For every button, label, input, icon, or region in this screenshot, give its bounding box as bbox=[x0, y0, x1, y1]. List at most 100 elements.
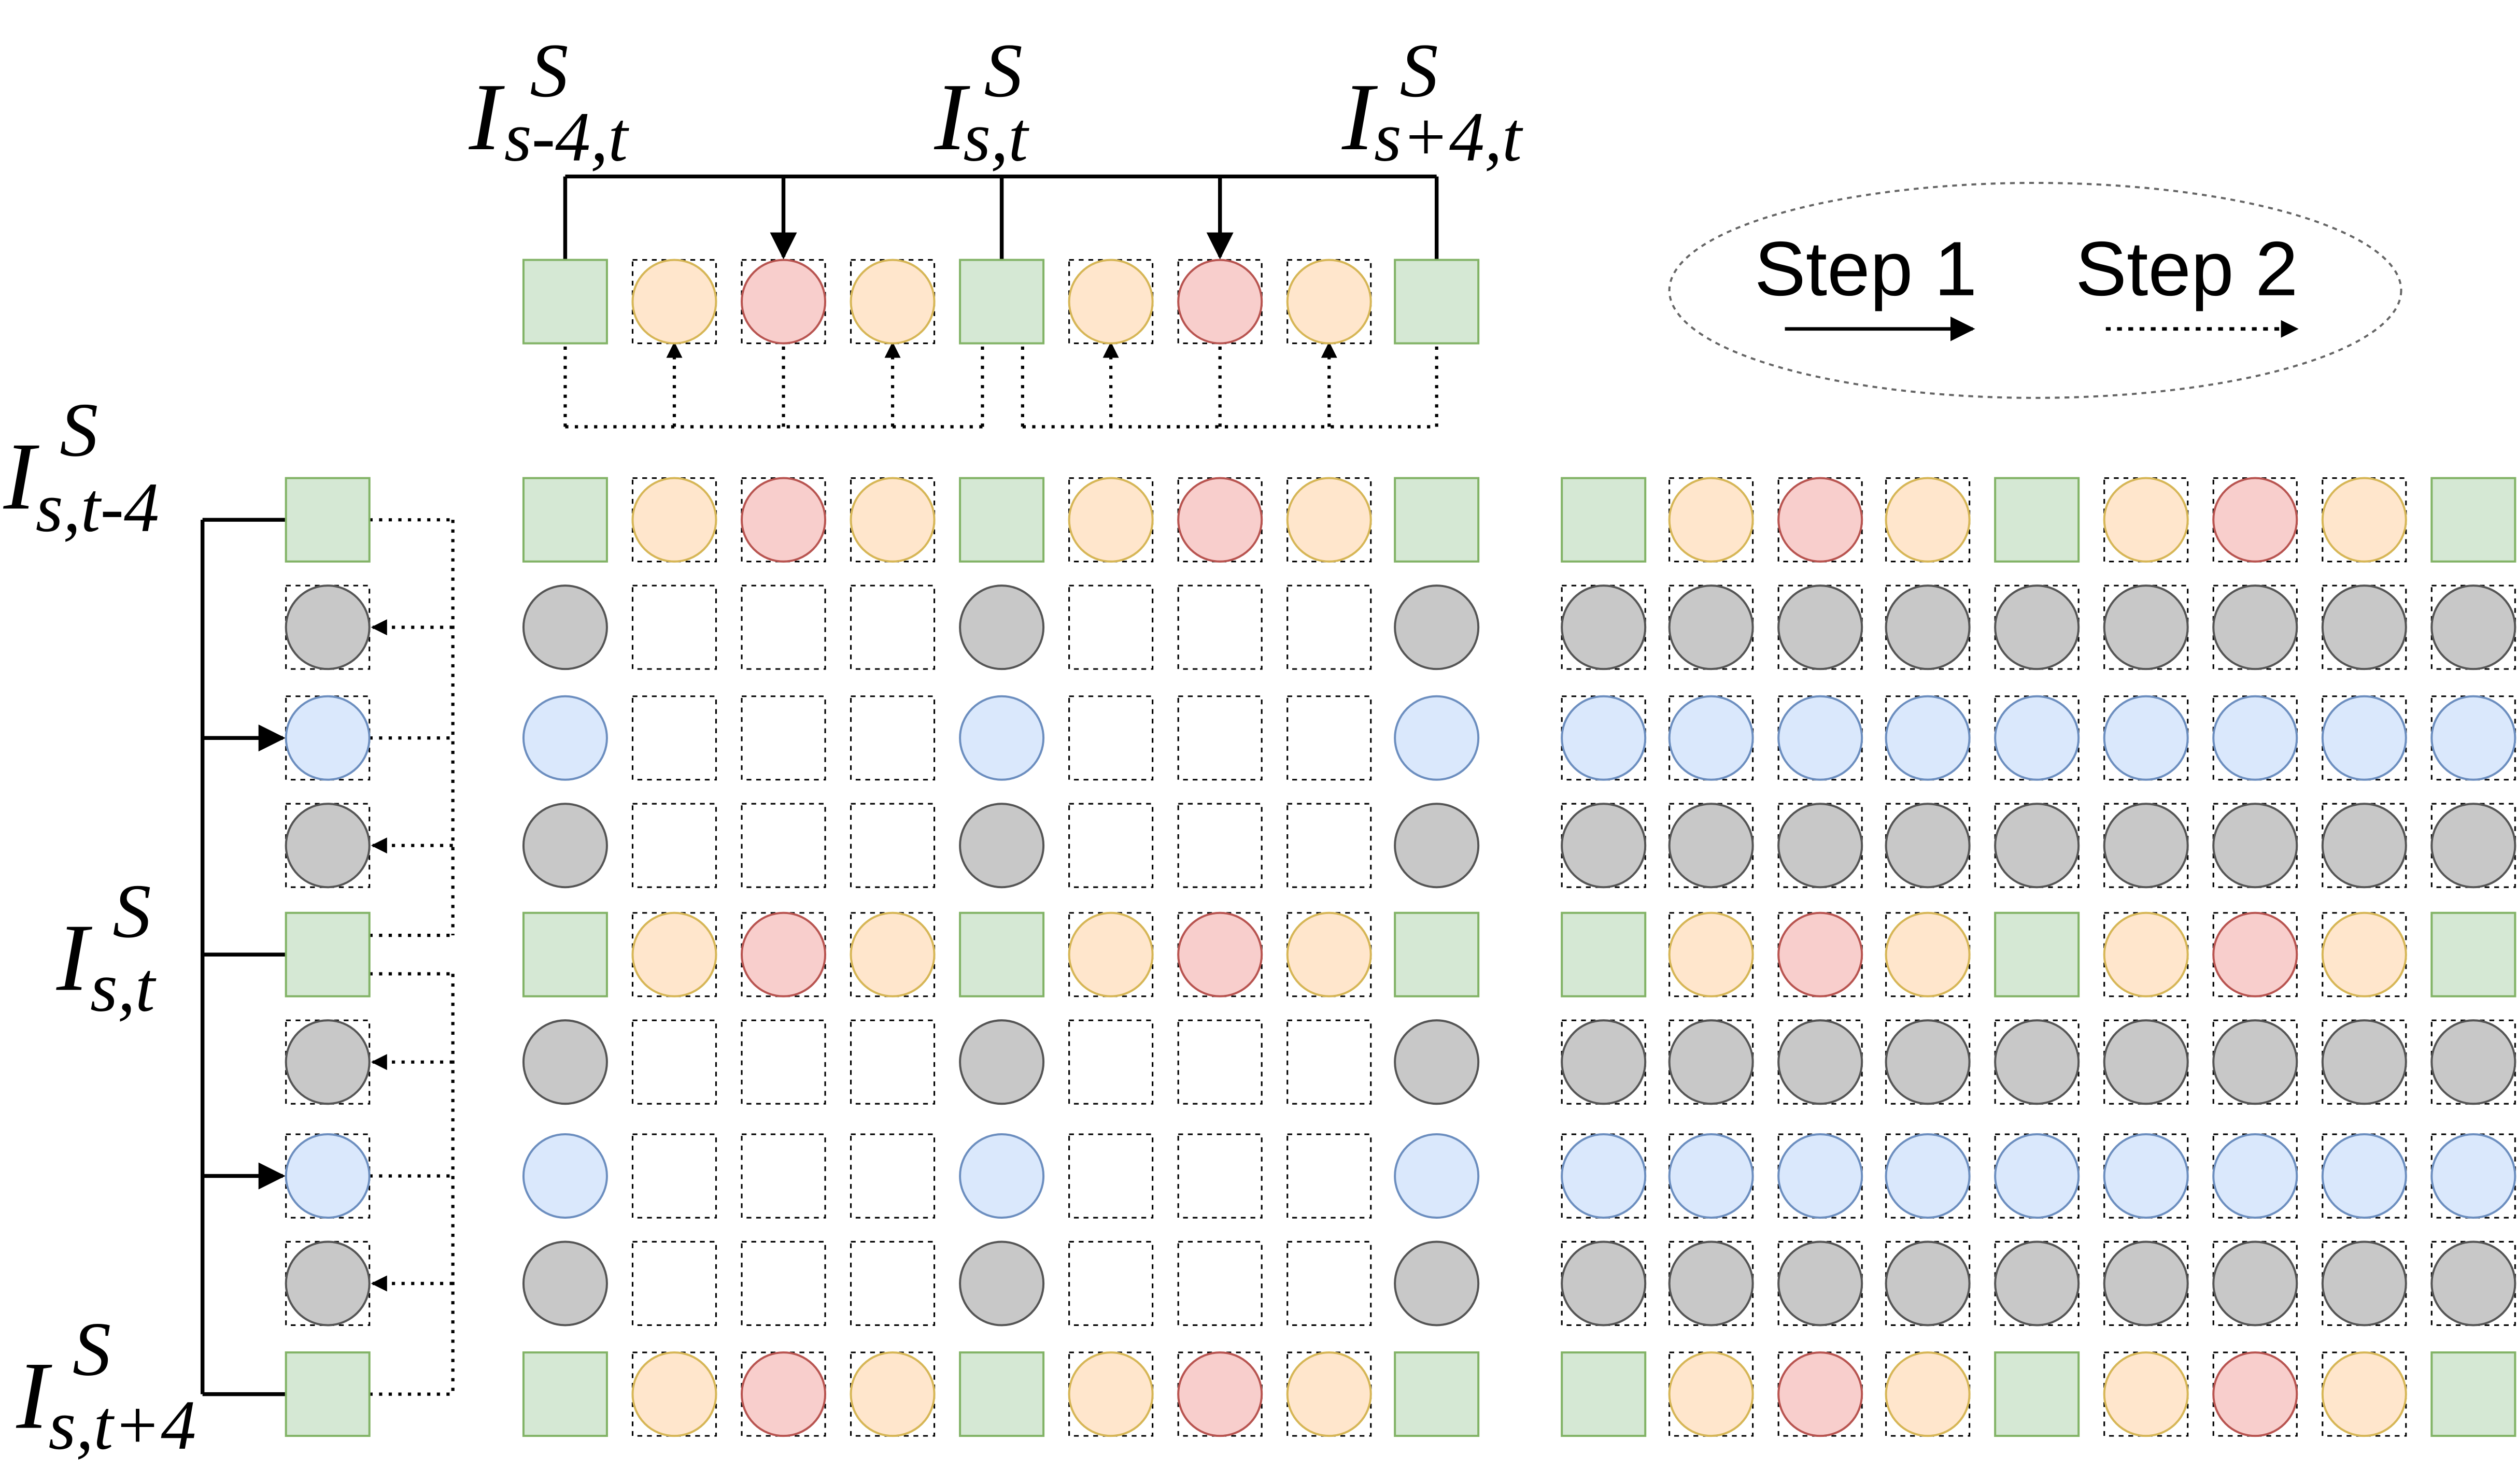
legend: Step 1 Step 2 bbox=[1668, 181, 2402, 399]
right-grid-cell-gray-circle bbox=[2430, 1240, 2516, 1326]
mid-grid-cell-gray-circle bbox=[959, 1240, 1045, 1326]
mid-grid-cell-orange-circle bbox=[1068, 911, 1154, 997]
legend-step1-label: Step 1 bbox=[1755, 226, 1977, 312]
top-row-cell-orange-circle bbox=[850, 259, 936, 345]
mid-grid-cell-orange-circle bbox=[850, 911, 936, 997]
svg-text:I: I bbox=[469, 64, 505, 170]
right-grid-cell-orange-circle bbox=[2321, 911, 2407, 997]
right-grid-cell-blue-circle bbox=[1994, 1133, 2080, 1219]
svg-text:I: I bbox=[56, 904, 93, 1011]
mid-grid-cell-empty-cell bbox=[631, 803, 717, 888]
right-grid-cell-gray-circle bbox=[1777, 584, 1863, 670]
right-grid-cell-gray-circle bbox=[2212, 1240, 2298, 1326]
right-grid-cell-gray-circle bbox=[1668, 1019, 1754, 1105]
mid-grid-cell-empty-cell bbox=[1286, 803, 1372, 888]
right-grid-cell-gray-circle bbox=[1668, 803, 1754, 889]
mid-grid-cell-blue-circle bbox=[522, 695, 608, 781]
left-col-cell-gray-circle bbox=[285, 803, 371, 889]
svg-text:I: I bbox=[934, 64, 971, 170]
right-grid-cell-gray-circle bbox=[1994, 803, 2080, 889]
right-grid-cell-blue-circle bbox=[2430, 1133, 2516, 1219]
right-grid-cell-blue-circle bbox=[1777, 1133, 1863, 1219]
mid-grid-cell-empty-cell bbox=[741, 803, 826, 888]
mid-grid-cell-gray-circle bbox=[1394, 584, 1480, 670]
right-grid-cell-blue-circle bbox=[1885, 695, 1971, 781]
mid-grid-cell-empty-cell bbox=[741, 584, 826, 670]
top-row-cell-green-square bbox=[959, 259, 1045, 345]
top-label-center: I S s,t bbox=[934, 28, 1030, 176]
right-grid-cell-blue-circle bbox=[1561, 1133, 1647, 1219]
mid-grid-cell-empty-cell bbox=[631, 695, 717, 781]
mid-grid-cell-orange-circle bbox=[850, 1351, 936, 1437]
mid-grid-cell-gray-circle bbox=[1394, 803, 1480, 889]
right-grid-cell-red-circle bbox=[2212, 1351, 2298, 1437]
right-grid-cell-orange-circle bbox=[1668, 477, 1754, 563]
mid-grid-cell-red-circle bbox=[1177, 911, 1263, 997]
right-grid-cell-blue-circle bbox=[2430, 695, 2516, 781]
right-grid-cell-gray-circle bbox=[2212, 584, 2298, 670]
mid-grid-cell-blue-circle bbox=[1394, 695, 1480, 781]
mid-grid-cell-empty-cell bbox=[850, 584, 936, 670]
svg-text:s,t: s,t bbox=[963, 98, 1029, 176]
svg-text:s+4,t: s+4,t bbox=[1374, 98, 1523, 176]
mid-grid-cell-empty-cell bbox=[850, 1133, 936, 1219]
right-grid-cell-gray-circle bbox=[1885, 1019, 1971, 1105]
svg-text:s,t+4: s,t+4 bbox=[48, 1387, 196, 1464]
right-grid-cell-gray-circle bbox=[1777, 803, 1863, 889]
right-grid-cell-gray-circle bbox=[1994, 1019, 2080, 1105]
mid-grid-cell-empty-cell bbox=[1286, 1240, 1372, 1326]
mid-grid-cell-empty-cell bbox=[1068, 584, 1154, 670]
mid-grid-cell-empty-cell bbox=[631, 584, 717, 670]
left-label-bottom: I S s,t+4 bbox=[16, 1307, 196, 1464]
right-grid-cell-orange-circle bbox=[2103, 1351, 2189, 1437]
left-col-cell-gray-circle bbox=[285, 584, 371, 670]
mid-grid-cell-orange-circle bbox=[1068, 477, 1154, 563]
right-grid-cell-blue-circle bbox=[2212, 1133, 2298, 1219]
right-grid-cell-green-square bbox=[1994, 1351, 2080, 1437]
legend-step2-label: Step 2 bbox=[2075, 226, 2298, 312]
mid-grid-cell-red-circle bbox=[741, 1351, 827, 1437]
right-grid-cell-green-square bbox=[1561, 477, 1647, 563]
left-col-cell-green-square bbox=[285, 1351, 371, 1437]
mid-grid-cell-empty-cell bbox=[1286, 1019, 1372, 1105]
left-col-cell-gray-circle bbox=[285, 1019, 371, 1105]
right-grid-cell-gray-circle bbox=[1885, 803, 1971, 889]
right-grid-cell-red-circle bbox=[1777, 477, 1863, 563]
mid-grid-cell-gray-circle bbox=[1394, 1240, 1480, 1326]
right-grid-cell-gray-circle bbox=[2430, 803, 2516, 889]
legend-ellipse bbox=[1668, 181, 2402, 399]
svg-text:S: S bbox=[60, 388, 98, 473]
mid-grid-cell-empty-cell bbox=[1177, 584, 1263, 670]
mid-grid-cell-empty-cell bbox=[1068, 803, 1154, 888]
mid-grid-cell-gray-circle bbox=[522, 584, 608, 670]
top-row-cell-red-circle bbox=[741, 259, 827, 345]
mid-grid-cell-green-square bbox=[522, 1351, 608, 1437]
svg-text:S: S bbox=[73, 1307, 111, 1392]
mid-grid-cell-orange-circle bbox=[1068, 1351, 1154, 1437]
right-grid-cell-gray-circle bbox=[1561, 584, 1647, 670]
right-grid-cell-green-square bbox=[2430, 1351, 2516, 1437]
svg-text:S: S bbox=[984, 28, 1023, 113]
mid-grid-cell-green-square bbox=[522, 477, 608, 563]
right-grid-cell-blue-circle bbox=[2103, 1133, 2189, 1219]
mid-grid-cell-green-square bbox=[959, 477, 1045, 563]
top-row-cell-orange-circle bbox=[1068, 259, 1154, 345]
top-row-cell-green-square bbox=[522, 259, 608, 345]
right-grid-cell-gray-circle bbox=[2212, 1019, 2298, 1105]
svg-text:S: S bbox=[530, 28, 568, 113]
mid-grid-cell-empty-cell bbox=[631, 1019, 717, 1105]
mid-grid-cell-empty-cell bbox=[1286, 584, 1372, 670]
svg-text:I: I bbox=[3, 423, 40, 530]
top-row-cell-orange-circle bbox=[631, 259, 717, 345]
left-label-middle: I S s,t bbox=[56, 869, 157, 1026]
mid-grid-cell-gray-circle bbox=[959, 803, 1045, 889]
mid-grid-cell-empty-cell bbox=[1286, 695, 1372, 781]
svg-text:s-4,t: s-4,t bbox=[504, 98, 630, 176]
right-grid-cell-gray-circle bbox=[1777, 1019, 1863, 1105]
right-grid-cell-gray-circle bbox=[1668, 1240, 1754, 1326]
right-grid-cell-green-square bbox=[2430, 477, 2516, 563]
right-grid-cell-gray-circle bbox=[1561, 1019, 1647, 1105]
mid-grid-cell-green-square bbox=[522, 911, 608, 997]
mid-grid-cell-empty-cell bbox=[741, 695, 826, 781]
right-grid-cell-gray-circle bbox=[1885, 584, 1971, 670]
